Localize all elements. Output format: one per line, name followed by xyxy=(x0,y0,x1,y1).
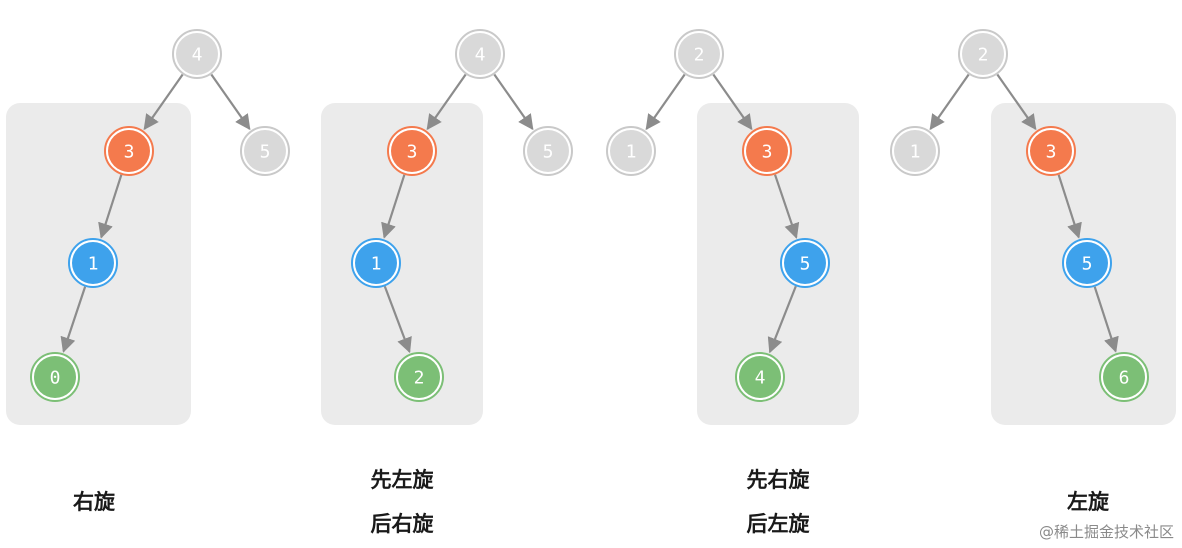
tree-edge-arrow xyxy=(143,73,184,131)
tree-edge-arrow xyxy=(1093,286,1119,353)
tree-node-faded: 4 xyxy=(172,29,222,79)
tree-node-label: 1 xyxy=(88,254,99,275)
tree-node-label: 5 xyxy=(260,142,271,163)
tree-edge-arrow xyxy=(645,73,686,131)
tree-node-label: 1 xyxy=(371,254,382,275)
tree-node-label: 6 xyxy=(1119,368,1130,389)
caption-left-rotation: 左旋 xyxy=(1056,480,1120,524)
tree-edge-arrow xyxy=(383,286,412,354)
subtree-highlight-panel xyxy=(321,103,483,425)
tree-node-label: 4 xyxy=(475,45,486,66)
caption-line: 左旋 xyxy=(1067,490,1109,514)
caption-line: 先右旋 xyxy=(746,468,810,492)
tree-node-label: 4 xyxy=(192,45,203,66)
tree-edge-arrow xyxy=(381,174,406,239)
tree-node-green: 0 xyxy=(30,352,80,402)
tree-edge-arrow xyxy=(210,73,251,131)
tree-edge-arrow xyxy=(773,174,800,239)
tree-node-label: 2 xyxy=(978,45,989,66)
tree-node-label: 5 xyxy=(800,254,811,275)
tree-node-orange: 3 xyxy=(742,126,792,176)
tree-node-label: 5 xyxy=(1082,254,1093,275)
tree-node-green: 2 xyxy=(394,352,444,402)
tree-node-faded: 2 xyxy=(958,29,1008,79)
tree-node-green: 6 xyxy=(1099,352,1149,402)
tree-node-label: 0 xyxy=(50,368,61,389)
tree-edge-arrow xyxy=(426,73,467,131)
tree-node-faded: 5 xyxy=(240,126,290,176)
caption-line: 先左旋 xyxy=(370,468,434,492)
tree-node-green: 4 xyxy=(735,352,785,402)
caption-line: 后右旋 xyxy=(370,512,434,536)
tree-node-label: 3 xyxy=(124,142,135,163)
caption-line: 右旋 xyxy=(73,490,115,514)
tree-node-orange: 3 xyxy=(387,126,437,176)
subtree-highlight-panel xyxy=(697,103,859,425)
caption-right-left-rotation: 先右旋 后左旋 xyxy=(734,458,822,546)
tree-node-faded: 1 xyxy=(890,126,940,176)
tree-edge-arrow xyxy=(98,174,123,239)
tree-node-faded: 2 xyxy=(674,29,724,79)
tree-node-faded: 4 xyxy=(455,29,505,79)
tree-node-orange: 3 xyxy=(104,126,154,176)
tree-edge-arrow xyxy=(929,73,970,131)
tree-node-blue: 1 xyxy=(68,238,118,288)
watermark: @稀土掘金技术社区 xyxy=(1038,523,1174,541)
tree-node-label: 5 xyxy=(543,142,554,163)
tree-node-label: 4 xyxy=(755,368,766,389)
tree-node-label: 1 xyxy=(626,142,637,163)
tree-node-blue: 5 xyxy=(780,238,830,288)
tree-edge-arrow xyxy=(493,73,534,131)
tree-node-orange: 3 xyxy=(1026,126,1076,176)
tree-edge-arrow xyxy=(712,73,753,131)
tree-edge-arrow xyxy=(767,285,797,354)
tree-edge-arrow xyxy=(996,73,1037,131)
tree-node-label: 2 xyxy=(414,368,425,389)
caption-left-right-rotation: 先左旋 后右旋 xyxy=(358,458,446,546)
tree-node-blue: 1 xyxy=(351,238,401,288)
tree-node-faded: 1 xyxy=(606,126,656,176)
tree-node-label: 3 xyxy=(407,142,418,163)
caption-line: 后左旋 xyxy=(746,512,810,536)
tree-node-label: 2 xyxy=(694,45,705,66)
tree-node-faded: 5 xyxy=(523,126,573,176)
tree-node-label: 3 xyxy=(762,142,773,163)
tree-edge-arrow xyxy=(1057,174,1082,239)
tree-node-label: 3 xyxy=(1046,142,1057,163)
tree-node-blue: 5 xyxy=(1062,238,1112,288)
tree-node-label: 1 xyxy=(910,142,921,163)
caption-right-rotation: 右旋 xyxy=(62,480,126,524)
tree-edge-arrow xyxy=(60,286,87,353)
